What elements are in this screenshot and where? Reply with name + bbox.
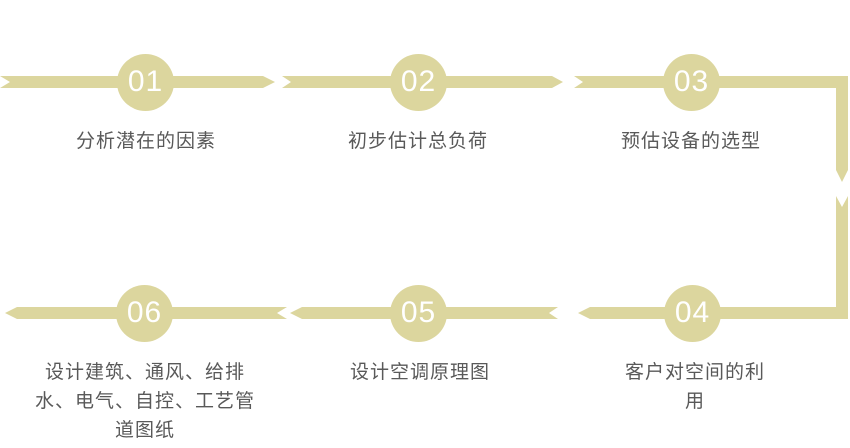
step-label-2: 初步估计总负荷 [347,131,488,152]
step-number-1: 01 [127,64,164,98]
step-circle-3: 03 [663,54,720,111]
step-circle-2: 02 [390,54,447,111]
step-number-3: 03 [673,64,710,98]
step-label-3: 预估设备的选型 [620,131,761,152]
step-label-4: 客户对空间的利用 [624,362,765,412]
step-number-5: 05 [400,295,437,329]
step-circle-6: 06 [116,285,173,342]
step-number-6: 06 [126,295,163,329]
step-number-2: 02 [400,64,437,98]
step-label-5: 设计空调原理图 [349,362,490,383]
step-circle-4: 04 [664,285,721,342]
step-circle-1: 01 [117,54,174,111]
arrow-segment-3-corner-down [574,76,848,182]
step-label-1: 分析潜在的因素 [75,131,216,152]
step-number-4: 04 [674,295,711,329]
step-label-6: 设计建筑、通风、给排水、电气、自控、工艺管道图纸 [34,362,255,441]
step-circle-5: 05 [390,285,447,342]
